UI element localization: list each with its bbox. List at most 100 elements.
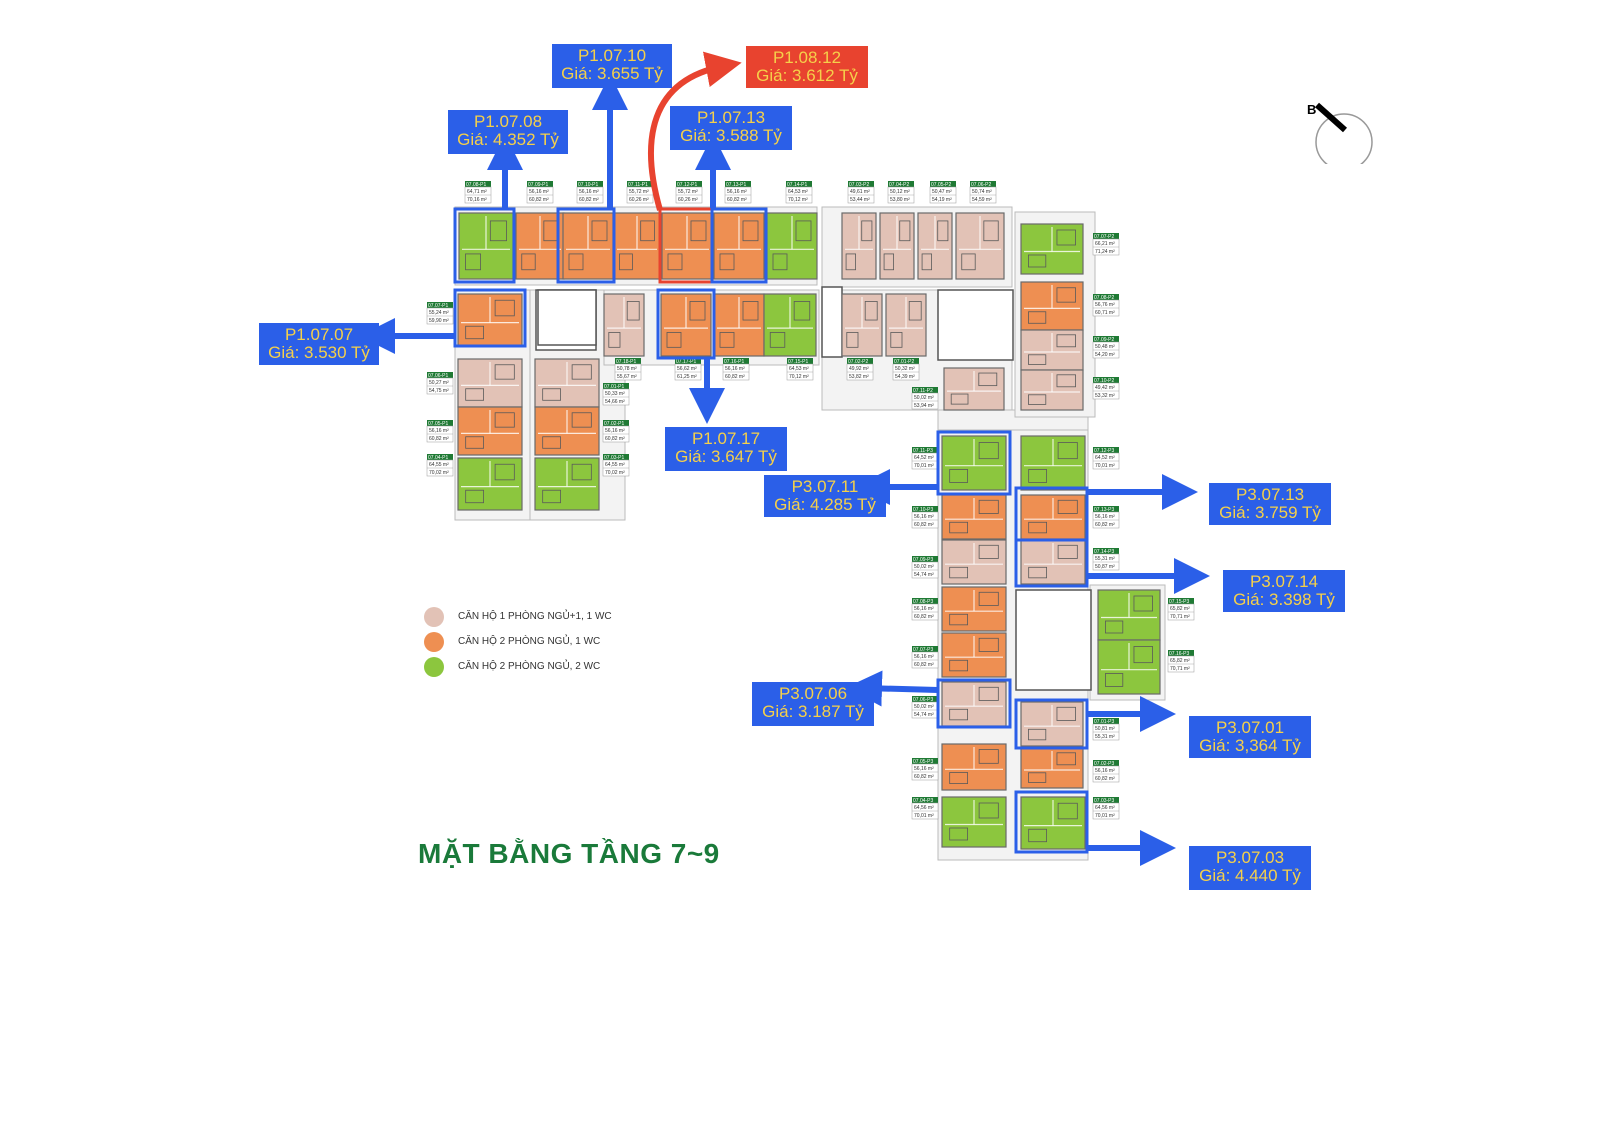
selection-frame — [1014, 538, 1089, 588]
unit-block[interactable] — [661, 212, 713, 280]
unit-area-1: 64,55 m² — [429, 462, 449, 468]
unit-id: 07.09-P3 — [913, 557, 934, 563]
unit-area-1: 56,16 m² — [1095, 514, 1115, 520]
unit-block[interactable] — [841, 212, 877, 280]
unit-block[interactable] — [941, 796, 1007, 848]
unit-block[interactable] — [955, 212, 1005, 280]
callout-unit-code: P1.07.07 — [284, 325, 354, 344]
unit-area-2: 70,02 m² — [605, 470, 625, 476]
unit-block[interactable] — [941, 632, 1007, 678]
unit-block[interactable] — [1097, 639, 1161, 695]
unit-id: 07.13-P3 — [1094, 507, 1115, 513]
unit-block[interactable] — [885, 293, 927, 357]
unit-area-2: 60,82 m² — [914, 662, 934, 668]
unit-block[interactable] — [943, 367, 1005, 411]
unit-block[interactable] — [1020, 435, 1086, 491]
unit-block[interactable] — [1020, 369, 1084, 411]
unit-block[interactable] — [515, 212, 565, 280]
unit-id: 07.08-P2 — [1094, 295, 1115, 301]
unit-area-2: 54,59 m² — [972, 197, 992, 203]
unit-id: 07.10-P3 — [913, 507, 934, 513]
unit-block[interactable] — [660, 293, 712, 357]
unit-block[interactable] — [1020, 494, 1086, 540]
unit-area-2: 70,02 m² — [429, 470, 449, 476]
unit-block[interactable] — [603, 293, 645, 357]
unit-id: 07.06-P1 — [428, 373, 449, 379]
unit-block[interactable] — [713, 293, 765, 357]
callout-price: Giá: 3,364 Tỷ — [1199, 735, 1301, 755]
unit-area-2: 61,25 m² — [677, 374, 697, 380]
unit-block[interactable] — [766, 212, 818, 280]
unit-block[interactable] — [941, 494, 1007, 540]
unit-block[interactable] — [457, 457, 523, 511]
unit-block[interactable] — [457, 406, 523, 456]
unit-block[interactable] — [917, 212, 953, 280]
unit-area-1: 50,02 m² — [914, 704, 934, 710]
unit-block[interactable] — [1020, 223, 1084, 275]
unit-block[interactable] — [458, 212, 514, 280]
unit-block[interactable] — [1020, 281, 1084, 331]
callout-unit-code: P1.07.08 — [473, 112, 543, 131]
unit-block[interactable] — [1020, 701, 1084, 747]
selection-frame — [656, 288, 716, 360]
callout-unit-code: P3.07.11 — [791, 477, 859, 496]
unit-block[interactable] — [1020, 329, 1084, 371]
unit-block[interactable] — [534, 406, 600, 456]
unit-block[interactable] — [941, 586, 1007, 632]
unit-block[interactable] — [613, 212, 661, 280]
unit-block[interactable] — [879, 212, 915, 280]
unit-block[interactable] — [534, 457, 600, 511]
unit-block[interactable] — [763, 293, 817, 357]
unit-block[interactable] — [457, 358, 523, 408]
unit-area-1: 55,72 m² — [678, 189, 698, 195]
unit-area-1: 55,72 m² — [629, 189, 649, 195]
unit-block[interactable] — [562, 212, 614, 280]
unit-block[interactable] — [1020, 796, 1086, 850]
unit-id: 07.10-P1 — [578, 182, 599, 188]
unit-block[interactable] — [941, 539, 1007, 585]
callout-unit-code: P1.08.12 — [772, 48, 842, 67]
unit-id: 07.16-P3 — [1169, 651, 1190, 657]
unit-area-1: 50,81 m² — [1095, 726, 1115, 732]
unit-block[interactable] — [1020, 747, 1084, 789]
unit-area-2: 53,80 m² — [890, 197, 910, 203]
unit-block[interactable] — [941, 435, 1007, 491]
unit-block[interactable] — [941, 681, 1007, 727]
unit-block[interactable] — [1020, 539, 1086, 585]
unit-block[interactable] — [1097, 589, 1161, 641]
unit-area-2: 54,74 m² — [914, 712, 934, 718]
unit-block[interactable] — [841, 293, 883, 357]
unit-block[interactable] — [534, 358, 600, 408]
unit-block[interactable] — [941, 743, 1007, 791]
unit-area-2: 60,82 m² — [727, 197, 747, 203]
unit-block[interactable] — [713, 212, 765, 280]
unit-id: 07.09-P2 — [1094, 337, 1115, 343]
unit-area-2: 70,01 m² — [914, 813, 934, 819]
unit-block[interactable] — [457, 293, 523, 347]
unit-id: 07.11-P3 — [913, 448, 933, 454]
